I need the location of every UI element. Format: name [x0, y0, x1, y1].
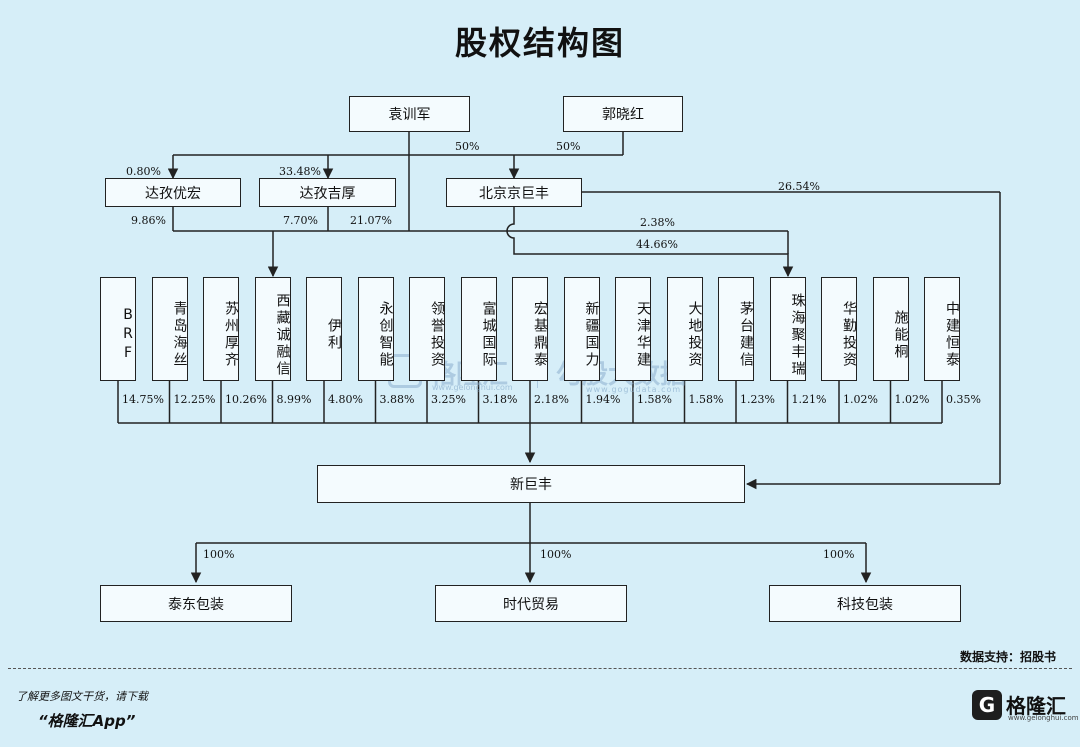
- watermark-url-2: www.gogudata.com: [586, 385, 682, 394]
- shareholder-box: BRF: [100, 277, 136, 381]
- pct-beijing-zhuhai: 44.66%: [636, 238, 678, 251]
- subsidiary-keji: 科技包装: [769, 585, 961, 622]
- shareholder-pct: 1.23%: [740, 393, 775, 406]
- pct-guo-beijing: 50%: [556, 140, 581, 153]
- shareholder-pct: 12.25%: [173, 393, 216, 406]
- shareholder-pct: 10.26%: [225, 393, 267, 406]
- pct-subsidiary-taidong: 100%: [203, 548, 235, 561]
- entity-beijing-jingjufeng: 北京京巨丰: [446, 178, 582, 207]
- shareholder-pct: 1.94%: [585, 393, 621, 406]
- subsidiary-shidai: 时代贸易: [435, 585, 627, 622]
- shareholder-pct: 1.02%: [894, 393, 930, 406]
- shareholder-pct: 1.02%: [843, 393, 878, 406]
- person-yuan-xunjun: 袁训军: [349, 96, 470, 132]
- shareholder-box: 中建恒泰: [924, 277, 960, 381]
- footer-app-name: “格隆汇App”: [38, 712, 136, 730]
- shareholder-pct: 2.18%: [534, 393, 569, 406]
- pct-jihou-tibet: 7.70%: [283, 214, 318, 227]
- shareholder-box: 西藏诚融信: [254, 277, 291, 381]
- shareholder-pct: 8.99%: [276, 393, 312, 406]
- shareholder-pct: 3.88%: [379, 393, 415, 406]
- brand-logo-icon: G: [972, 690, 1002, 720]
- shareholder-box: 施能桐: [872, 277, 909, 381]
- shareholder-pct: 0.35%: [946, 393, 981, 406]
- shareholder-pct: 3.18%: [482, 393, 518, 406]
- subsidiary-taidong: 泰东包装: [100, 585, 292, 622]
- shareholder-box: 领誉投资: [409, 277, 445, 381]
- shareholder-pct: 1.21%: [791, 393, 827, 406]
- pct-yuan-tibet: 21.07%: [350, 214, 392, 227]
- shareholder-box: 苏州厚齐: [203, 277, 239, 381]
- person-guo-xiaohong: 郭晓红: [563, 96, 683, 132]
- data-source: 数据支持：招股书: [959, 650, 1056, 664]
- footer-prompt: 了解更多图文干货，请下载: [16, 690, 148, 703]
- shareholder-pct: 14.75%: [122, 393, 164, 406]
- shareholder-box: 大地投资: [666, 277, 703, 381]
- entity-dazi-jihou: 达孜吉厚: [259, 178, 396, 207]
- shareholder-box: 天津华建: [615, 277, 651, 381]
- shareholder-box: 华勤投资: [821, 277, 857, 381]
- pct-yuan-jihou: 33.48%: [279, 165, 321, 178]
- shareholder-box: 永创智能: [357, 277, 394, 381]
- shareholder-box: 茅台建信: [718, 277, 754, 381]
- entity-dazi-youhong: 达孜优宏: [105, 178, 241, 207]
- shareholder-box: 宏基鼎泰: [512, 277, 548, 381]
- shareholder-box: 珠海聚丰瑞: [769, 277, 806, 381]
- target-company: 新巨丰: [317, 465, 745, 503]
- pct-youhong-tibet: 9.86%: [131, 214, 166, 227]
- pct-beijing-tibet: 2.38%: [640, 216, 675, 229]
- pct-subsidiary-keji: 100%: [823, 548, 855, 561]
- pct-subsidiary-shidai: 100%: [540, 548, 572, 561]
- divider: [8, 668, 1072, 669]
- shareholder-box: 新疆国力: [563, 277, 600, 381]
- page-title: 股权结构图: [454, 24, 625, 62]
- pct-yuan-beijing: 50%: [455, 140, 480, 153]
- shareholder-pct: 1.58%: [637, 393, 672, 406]
- brand-url: www.gelonghui.com: [1008, 714, 1079, 722]
- shareholder-box: 青岛海丝: [151, 277, 188, 381]
- shareholder-box: 伊利: [306, 277, 342, 381]
- shareholder-pct: 1.58%: [688, 393, 724, 406]
- brand-name: 格隆汇: [1006, 694, 1066, 718]
- pct-beijing-xinjufeng: 26.54%: [778, 180, 820, 193]
- shareholder-box: 富城国际: [460, 277, 497, 381]
- watermark-url: www.gelonghui.com: [432, 383, 513, 392]
- pct-yuan-youhong: 0.80%: [126, 165, 161, 178]
- shareholder-pct: 4.80%: [328, 393, 363, 406]
- shareholder-pct: 3.25%: [431, 393, 466, 406]
